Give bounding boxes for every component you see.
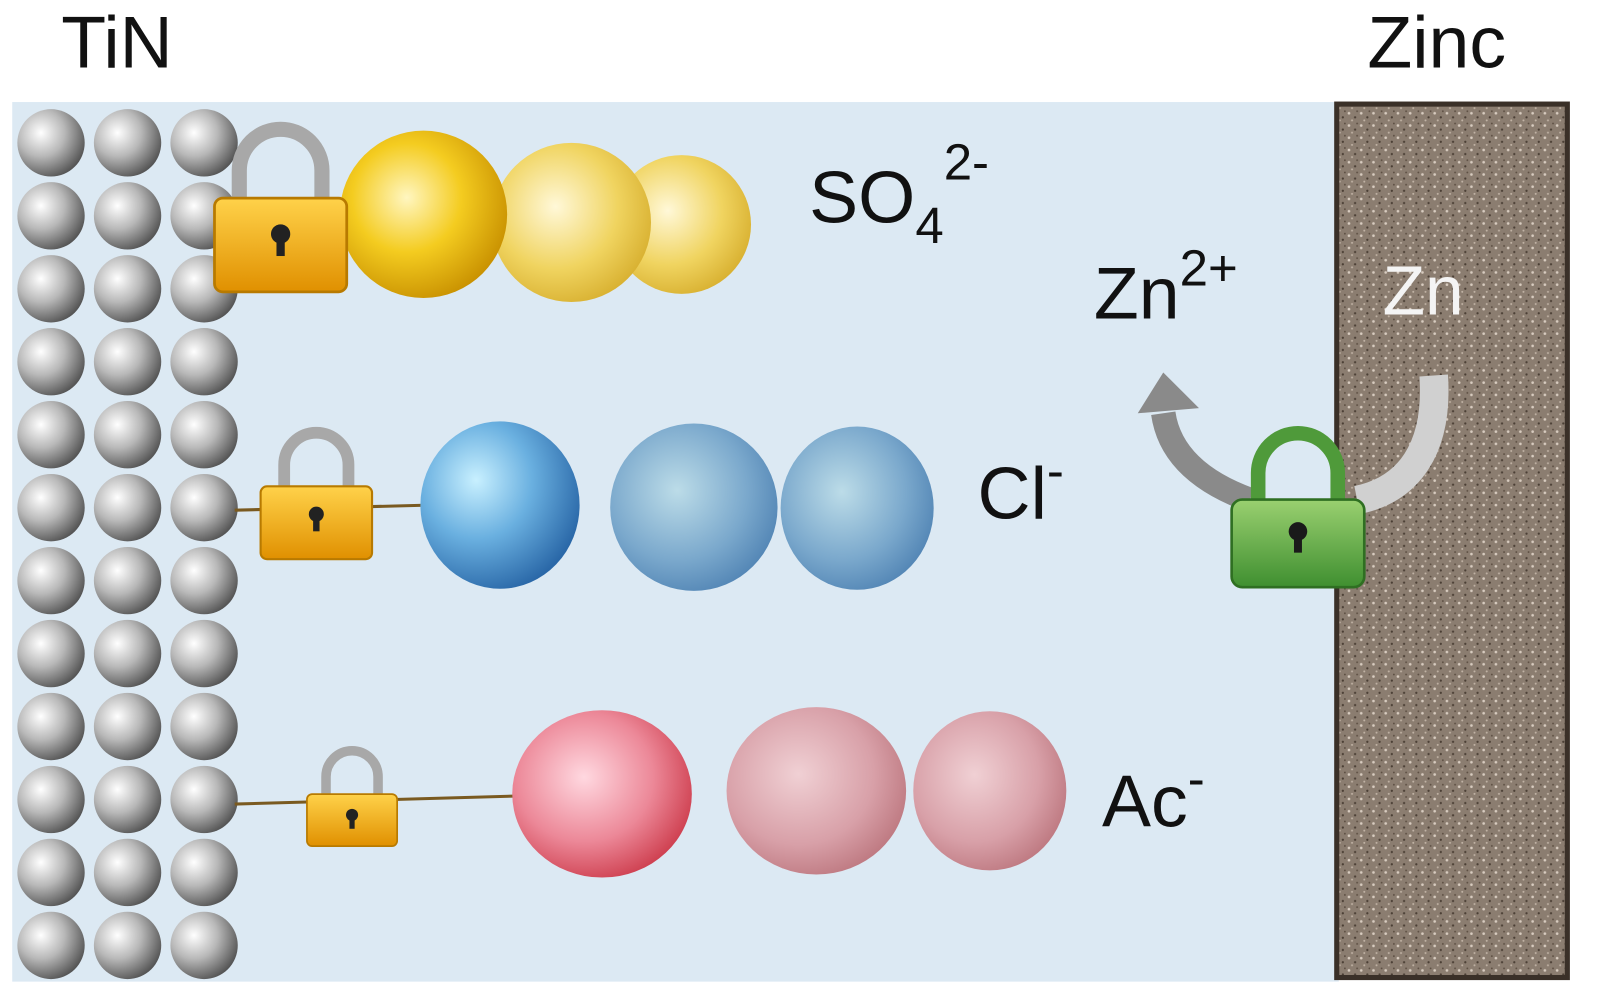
sulfate-sphere xyxy=(612,155,752,294)
gold-lock-icon xyxy=(259,426,374,561)
tin-atom-sphere xyxy=(170,109,238,177)
tin-atom-sphere xyxy=(17,619,85,688)
zinc-electrode xyxy=(1334,101,1570,981)
tin-atom-sphere xyxy=(17,911,85,980)
zn-ion-label: Zn2+ xyxy=(1094,240,1238,335)
tin-atom-sphere xyxy=(17,255,85,323)
chloride-label: Cl- xyxy=(978,442,1064,535)
tin-atom-sphere xyxy=(93,255,162,323)
acetate-sphere xyxy=(726,707,907,875)
tin-atom-sphere xyxy=(170,546,238,615)
gold-lock-icon xyxy=(306,745,399,847)
tin-atom-sphere xyxy=(93,911,162,980)
acetate-label: Ac- xyxy=(1102,750,1205,843)
tin-atom-sphere xyxy=(17,401,85,469)
chloride-sphere xyxy=(420,421,580,589)
tin-lattice xyxy=(17,109,238,980)
tin-electrode-label: TiN xyxy=(61,0,173,83)
tin-atom-sphere xyxy=(170,473,238,542)
tin-atom-sphere xyxy=(93,546,162,615)
green-lock-icon xyxy=(1230,425,1366,589)
tin-atom-sphere xyxy=(93,328,162,396)
tin-atom-sphere xyxy=(17,109,85,177)
zn-metal-label: Zn xyxy=(1383,251,1464,329)
svg-text:Zn2+: Zn2+ xyxy=(1094,240,1238,335)
svg-text:Ac-: Ac- xyxy=(1102,750,1205,843)
tin-atom-sphere xyxy=(170,692,238,761)
tin-atom-sphere xyxy=(17,182,85,250)
tin-atom-sphere xyxy=(17,328,85,396)
gold-lock-icon xyxy=(213,121,349,294)
zinc-electrode-label: Zinc xyxy=(1367,0,1506,83)
light-curved-arrow xyxy=(1353,374,1449,515)
sulfate-sphere xyxy=(491,142,652,303)
acetate-sphere xyxy=(913,711,1067,871)
sulfate-sphere xyxy=(339,130,508,298)
chloride-chain xyxy=(420,421,934,591)
tin-atom-sphere xyxy=(170,328,238,396)
tin-atom-sphere xyxy=(170,911,238,980)
acetate-chain xyxy=(512,707,1067,878)
dissolution-arrow-icon xyxy=(1151,411,1255,512)
tin-atom-sphere xyxy=(93,692,162,761)
tin-atom-sphere xyxy=(93,619,162,688)
tin-atom-sphere xyxy=(17,473,85,542)
chloride-sphere xyxy=(780,426,934,590)
tin-atom-sphere xyxy=(17,765,85,834)
tin-atom-sphere xyxy=(17,838,85,907)
tin-atom-sphere xyxy=(170,619,238,688)
tin-atom-sphere xyxy=(170,838,238,907)
svg-text:SO42-: SO42- xyxy=(809,134,989,254)
svg-text:Cl-: Cl- xyxy=(978,442,1064,535)
tin-atom-sphere xyxy=(93,109,162,177)
sulfate-label: SO42- xyxy=(809,134,989,254)
tin-atom-sphere xyxy=(93,765,162,834)
tin-atom-sphere xyxy=(93,182,162,250)
tin-atom-sphere xyxy=(93,838,162,907)
arrow-head xyxy=(1137,372,1199,414)
tin-atom-sphere xyxy=(17,546,85,615)
chloride-sphere xyxy=(610,423,778,591)
acetate-sphere xyxy=(512,710,692,878)
tin-atom-sphere xyxy=(17,692,85,761)
tin-atom-sphere xyxy=(170,401,238,469)
tin-atom-sphere xyxy=(93,473,162,542)
sulfate-chain xyxy=(339,130,752,303)
tin-atom-sphere xyxy=(93,401,162,469)
tin-atom-sphere xyxy=(170,765,238,834)
